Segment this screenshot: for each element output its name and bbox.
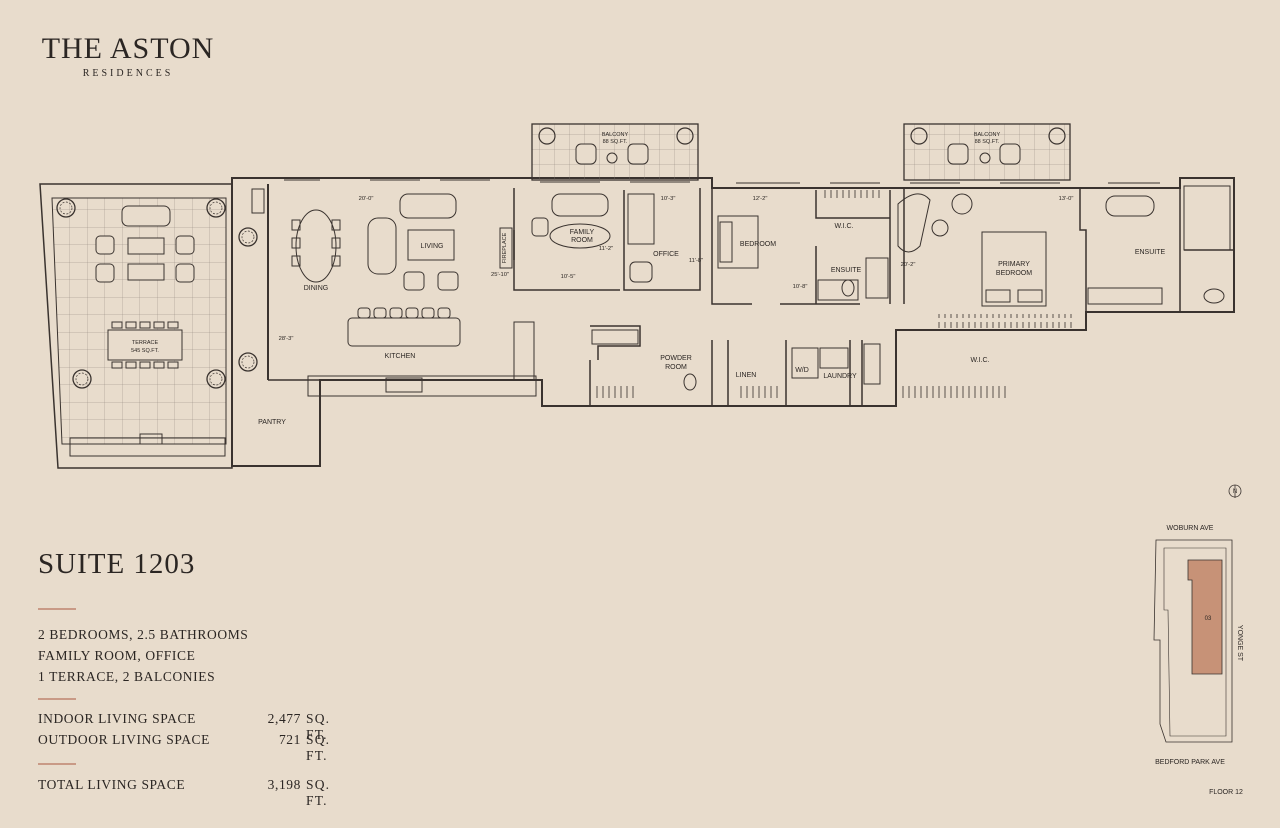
dim-family-width: 10'-5" bbox=[561, 274, 576, 280]
indoor-area-value: 2,477 bbox=[267, 711, 301, 726]
room-office: OFFICE bbox=[653, 251, 679, 258]
room-dining: DINING bbox=[304, 285, 329, 292]
room-living: LIVING bbox=[421, 243, 444, 250]
total-area-row: TOTAL LIVING SPACE 3,198 SQ. FT. bbox=[38, 777, 329, 808]
balcony1-area: 88 SQ.FT. bbox=[603, 139, 628, 145]
unit-label: 03 bbox=[1205, 616, 1212, 622]
dim-bedroom-depth: 10'-8" bbox=[793, 284, 808, 290]
street-bottom: BEDFORD PARK AVE bbox=[1155, 759, 1225, 766]
brand-subtitle: RESIDENCES bbox=[82, 68, 174, 79]
room-primary-1: PRIMARY bbox=[998, 261, 1030, 268]
dim-primary-width: 13'-0" bbox=[1059, 196, 1074, 202]
dim-primary-depth: 20'-2" bbox=[901, 262, 916, 268]
dim-office-width: 10'-3" bbox=[661, 196, 676, 202]
terrace-label: TERRACE bbox=[132, 340, 159, 346]
room-powder-2: ROOM bbox=[665, 364, 687, 371]
indoor-area-row: INDOOR LIVING SPACE 2,477 SQ. FT. bbox=[38, 711, 329, 742]
room-fireplace: FIREPLACE bbox=[502, 232, 508, 263]
room-wd: W/D bbox=[795, 367, 809, 374]
room-wic-2: W.I.C. bbox=[970, 357, 989, 364]
room-wic-1: W.I.C. bbox=[834, 223, 853, 230]
dim-terrace-depth: 28'-3" bbox=[279, 336, 294, 342]
feature-bed-bath: 2 BEDROOMS, 2.5 BATHROOMS bbox=[38, 627, 249, 642]
terrace-area: 545 SQ.FT. bbox=[131, 348, 159, 354]
room-powder-1: POWDER bbox=[660, 355, 692, 362]
room-kitchen: KITCHEN bbox=[385, 353, 416, 360]
room-ensuite-1: ENSUITE bbox=[831, 267, 862, 274]
balcony2-area: 88 SQ.FT. bbox=[975, 139, 1000, 145]
divider bbox=[38, 763, 76, 765]
dim-family-depth: 11'-2" bbox=[599, 246, 613, 252]
balcony2-label: BALCONY bbox=[974, 132, 1001, 138]
brand-logo: THE ASTON RESIDENCES bbox=[38, 32, 218, 79]
street-top: WOBURN AVE bbox=[1167, 525, 1214, 532]
room-ensuite-2: ENSUITE bbox=[1135, 249, 1166, 256]
suite-title: SUITE 1203 bbox=[38, 548, 196, 580]
floor-label: FLOOR 12 bbox=[1209, 789, 1243, 796]
balcony1-label: BALCONY bbox=[602, 132, 629, 138]
outdoor-area-row: OUTDOOR LIVING SPACE 721 SQ. FT. bbox=[38, 732, 329, 763]
key-plan: N 03 WOBURN AVE YONGE ST BEDFORD PARK AV… bbox=[1153, 484, 1243, 796]
balcony-right: BALCONY 88 SQ.FT. bbox=[903, 123, 1071, 181]
room-family-2: ROOM bbox=[571, 237, 593, 244]
room-bedroom: BEDROOM bbox=[740, 241, 776, 248]
indoor-area-label: INDOOR LIVING SPACE bbox=[38, 711, 196, 726]
outdoor-area-value: 721 bbox=[278, 732, 301, 747]
total-area-unit: SQ. FT. bbox=[306, 777, 331, 808]
room-pantry: PANTRY bbox=[258, 419, 286, 426]
total-area-value: 3,198 bbox=[267, 777, 301, 792]
north-label: N bbox=[1233, 489, 1237, 495]
balcony-left: BALCONY 88 SQ.FT. bbox=[531, 123, 699, 181]
terrace: TERRACE 545 SQ.FT. bbox=[39, 183, 265, 469]
feature-rooms: FAMILY ROOM, OFFICE bbox=[38, 648, 196, 663]
outdoor-area-unit: SQ. FT. bbox=[306, 732, 331, 763]
room-linen: LINEN bbox=[736, 372, 757, 379]
divider bbox=[38, 608, 76, 610]
dim-bedroom-width: 12'-2" bbox=[753, 196, 768, 202]
suite-outline bbox=[231, 177, 1235, 467]
dim-office-depth: 11'-8" bbox=[689, 258, 703, 264]
closet-rods bbox=[594, 190, 1076, 400]
room-laundry: LAUNDRY bbox=[823, 373, 857, 380]
brand-title: THE ASTON bbox=[41, 32, 215, 65]
room-family-1: FAMILY bbox=[570, 229, 595, 236]
divider bbox=[38, 698, 76, 700]
room-primary-2: BEDROOM bbox=[996, 270, 1032, 277]
feature-outdoor: 1 TERRACE, 2 BALCONIES bbox=[38, 669, 216, 684]
outdoor-area-label: OUTDOOR LIVING SPACE bbox=[38, 732, 211, 747]
dim-living-width: 20'-0" bbox=[359, 196, 374, 202]
street-right: YONGE ST bbox=[1236, 625, 1243, 662]
suite-features: 2 BEDROOMS, 2.5 BATHROOMS FAMILY ROOM, O… bbox=[38, 624, 248, 687]
indoor-area-unit: SQ. FT. bbox=[306, 711, 331, 742]
total-area-label: TOTAL LIVING SPACE bbox=[38, 777, 186, 792]
dim-living-depth: 25'-10" bbox=[491, 272, 509, 278]
